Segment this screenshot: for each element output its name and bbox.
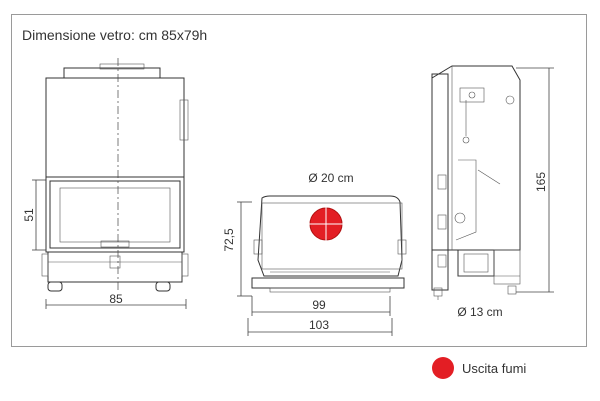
flue-diameter-label: Ø 20 cm bbox=[308, 171, 353, 185]
top-view: Ø 20 cm 72,5 99 103 bbox=[222, 171, 407, 336]
legend: Uscita fumi bbox=[432, 357, 526, 379]
top-depth-label: 72,5 bbox=[222, 228, 236, 252]
front-view: 51 85 bbox=[22, 58, 189, 309]
legend-label: Uscita fumi bbox=[462, 360, 527, 376]
front-width-label: 85 bbox=[109, 292, 123, 306]
top-outer-width-label: 103 bbox=[309, 318, 329, 332]
top-inner-width-label: 99 bbox=[312, 298, 326, 312]
flue-exit-legend-icon bbox=[432, 357, 454, 379]
air-inlet-label: Ø 13 cm bbox=[457, 305, 502, 319]
side-height-label: 165 bbox=[534, 172, 548, 192]
front-height-label: 51 bbox=[22, 208, 36, 222]
glass-size-label: Dimensione vetro: cm 85x79h bbox=[22, 27, 208, 43]
side-view: Ø 13 cm 165 bbox=[431, 65, 554, 319]
